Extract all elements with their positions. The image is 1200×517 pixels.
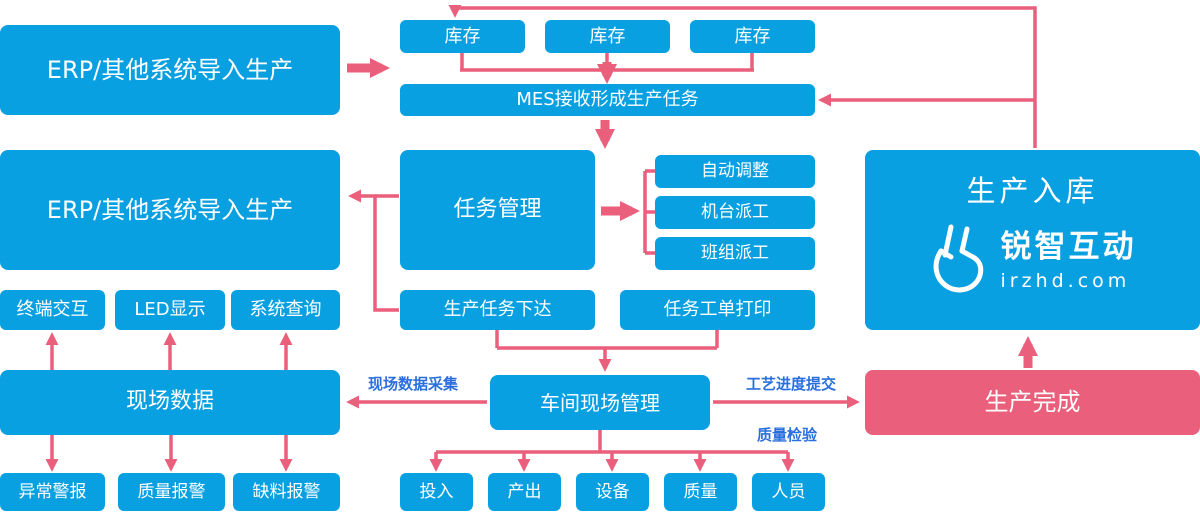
arrow-workshop-to-metrics (429, 430, 795, 472)
arrow-fielddata-to-alarms (45, 435, 293, 472)
dispatch-bracket-lines (643, 169, 656, 255)
brand-name: 锐智互动 (1000, 229, 1137, 266)
flow-label-progress-submit: 工艺进度提交 (745, 375, 836, 393)
flow-label-quality-inspect: 质量检验 (756, 426, 817, 444)
node-production-complete: 生产完成 (865, 370, 1200, 435)
node-machine-dispatch: 机台派工 (655, 196, 815, 229)
arrow-tasks-to-workshop (495, 330, 719, 372)
node-production-inbound: 生产入库 锐智互动 irzhd.com (865, 150, 1200, 330)
brand-block: 锐智互动 irzhd.com (929, 223, 1137, 299)
thin-arrows (45, 4, 1037, 472)
node-team-dispatch: 班组派工 (655, 237, 815, 270)
node-led-display: LED显示 (115, 290, 225, 330)
node-inventory-3: 库存 (690, 20, 815, 53)
arrow-task-to-erp-feedback (348, 189, 399, 312)
node-inventory-2: 库存 (545, 20, 670, 53)
node-auto-adjust: 自动调整 (655, 155, 815, 188)
node-work-order-print: 任务工单打印 (620, 290, 815, 330)
node-erp-import-top: ERP/其他系统导入生产 (0, 25, 340, 115)
node-workshop-management: 车间现场管理 (490, 375, 710, 430)
node-terminal-interaction: 终端交互 (0, 290, 105, 330)
node-abnormal-alarm: 异常警报 (0, 473, 105, 511)
node-metric-equipment: 设备 (576, 473, 649, 511)
brand-domain: irzhd.com (1000, 269, 1131, 292)
hand-gesture-icon (929, 223, 987, 299)
node-quality-alarm: 质量报警 (118, 473, 225, 511)
node-metric-input: 投入 (400, 473, 473, 511)
node-material-alarm: 缺料报警 (233, 473, 340, 511)
arrow-fielddata-to-terminals (45, 332, 293, 370)
inventory-junction-lines (460, 53, 754, 72)
node-erp-import-mid: ERP/其他系统导入生产 (0, 150, 340, 270)
node-mes-receive: MES接收形成生产任务 (400, 84, 815, 116)
node-metric-quality: 质量 (664, 473, 737, 511)
flow-label-data-collect: 现场数据采集 (367, 375, 458, 393)
node-inventory-1: 库存 (400, 20, 525, 53)
node-task-issue: 生产任务下达 (400, 290, 595, 330)
node-field-data: 现场数据 (0, 370, 340, 435)
node-system-query: 系统查询 (231, 290, 340, 330)
node-metric-personnel: 人员 (752, 473, 825, 511)
production-inbound-title: 生产入库 (966, 174, 1099, 208)
node-task-management: 任务管理 (400, 150, 595, 270)
arrow-inbound-feedback-loop (448, 4, 1037, 148)
node-metric-output: 产出 (488, 473, 561, 511)
